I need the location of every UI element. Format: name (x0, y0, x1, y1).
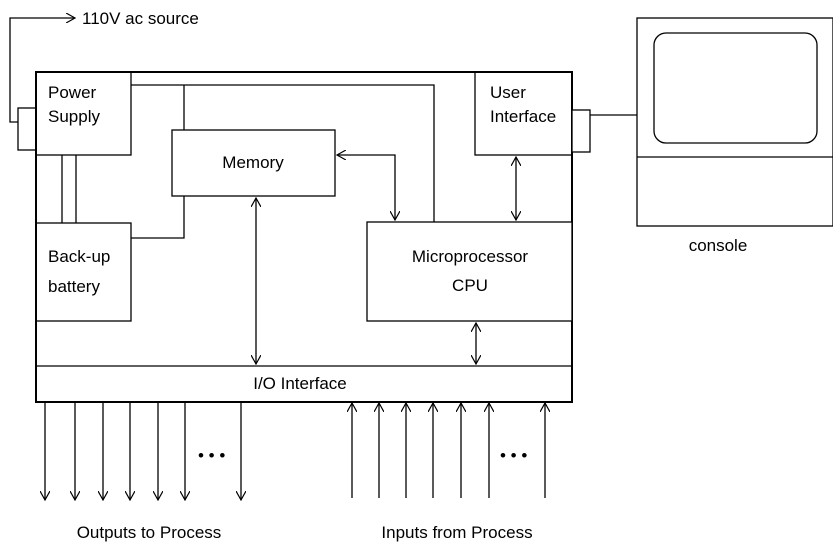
console-label: console (689, 236, 748, 255)
cpu-label-line1: Microprocessor (412, 247, 529, 266)
memory-block (171, 129, 336, 197)
outputs-ellipsis: • • • (198, 446, 225, 465)
cpu-label-line2: CPU (452, 276, 488, 295)
power-supply-label-line2: Supply (48, 107, 100, 126)
inputs-label: Inputs from Process (381, 523, 532, 542)
memory-cpu-arrow (337, 155, 395, 220)
user-interface-label-line2: Interface (490, 107, 556, 126)
console-terminal (636, 17, 833, 227)
console-screen (653, 32, 818, 144)
inputs-ellipsis: • • • (500, 446, 527, 465)
io-interface-label: I/O Interface (253, 374, 347, 393)
outputs-label: Outputs to Process (77, 523, 222, 542)
backup-battery-label-line2: battery (48, 277, 100, 296)
input-arrows (352, 403, 545, 498)
memory-label: Memory (222, 153, 284, 172)
backup-battery-label-line1: Back-up (48, 247, 110, 266)
output-arrows (45, 402, 241, 500)
ac-source-label: 110V ac source (82, 9, 199, 28)
console-connector (571, 109, 591, 153)
power-supply-block (35, 71, 132, 156)
backup-battery-block (35, 222, 132, 322)
user-interface-label-line1: User (490, 83, 526, 102)
power-plug (17, 107, 37, 151)
cpu-block (366, 221, 573, 322)
power-supply-label-line1: Power (48, 83, 97, 102)
power-bus-cpu (131, 84, 435, 222)
